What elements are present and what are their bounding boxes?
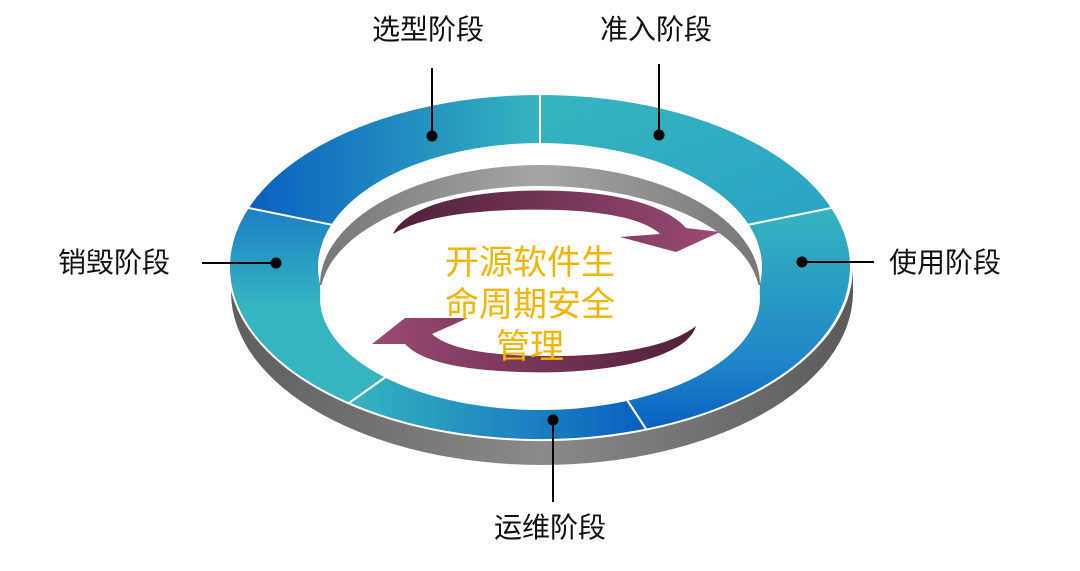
stage-label-admission: 准入阶段 xyxy=(600,13,713,46)
center-title: 开源软件生 命周期安全 管理 xyxy=(420,242,640,368)
callout-dot-selection xyxy=(426,130,438,142)
callout-dot-operation xyxy=(547,414,559,426)
stage-label-operation: 运维阶段 xyxy=(494,511,607,544)
stage-label-destruction: 销毁阶段 xyxy=(58,246,171,279)
stage-label-selection: 选型阶段 xyxy=(372,13,485,46)
callouts xyxy=(202,64,874,502)
center-title-line-3: 管理 xyxy=(496,327,564,367)
callout-dot-destruction xyxy=(270,257,282,269)
cycle-arrow-top-icon xyxy=(393,190,720,252)
center-title-line-2: 命周期安全 xyxy=(445,285,615,325)
center-title-line-1: 开源软件生 xyxy=(445,243,615,283)
ring-inner-wall xyxy=(320,165,760,285)
callout-dot-usage xyxy=(796,256,808,268)
cycle-arrow-bottom-icon xyxy=(372,318,696,373)
stage-label-usage: 使用阶段 xyxy=(889,246,1002,279)
callout-dot-admission xyxy=(653,129,665,141)
